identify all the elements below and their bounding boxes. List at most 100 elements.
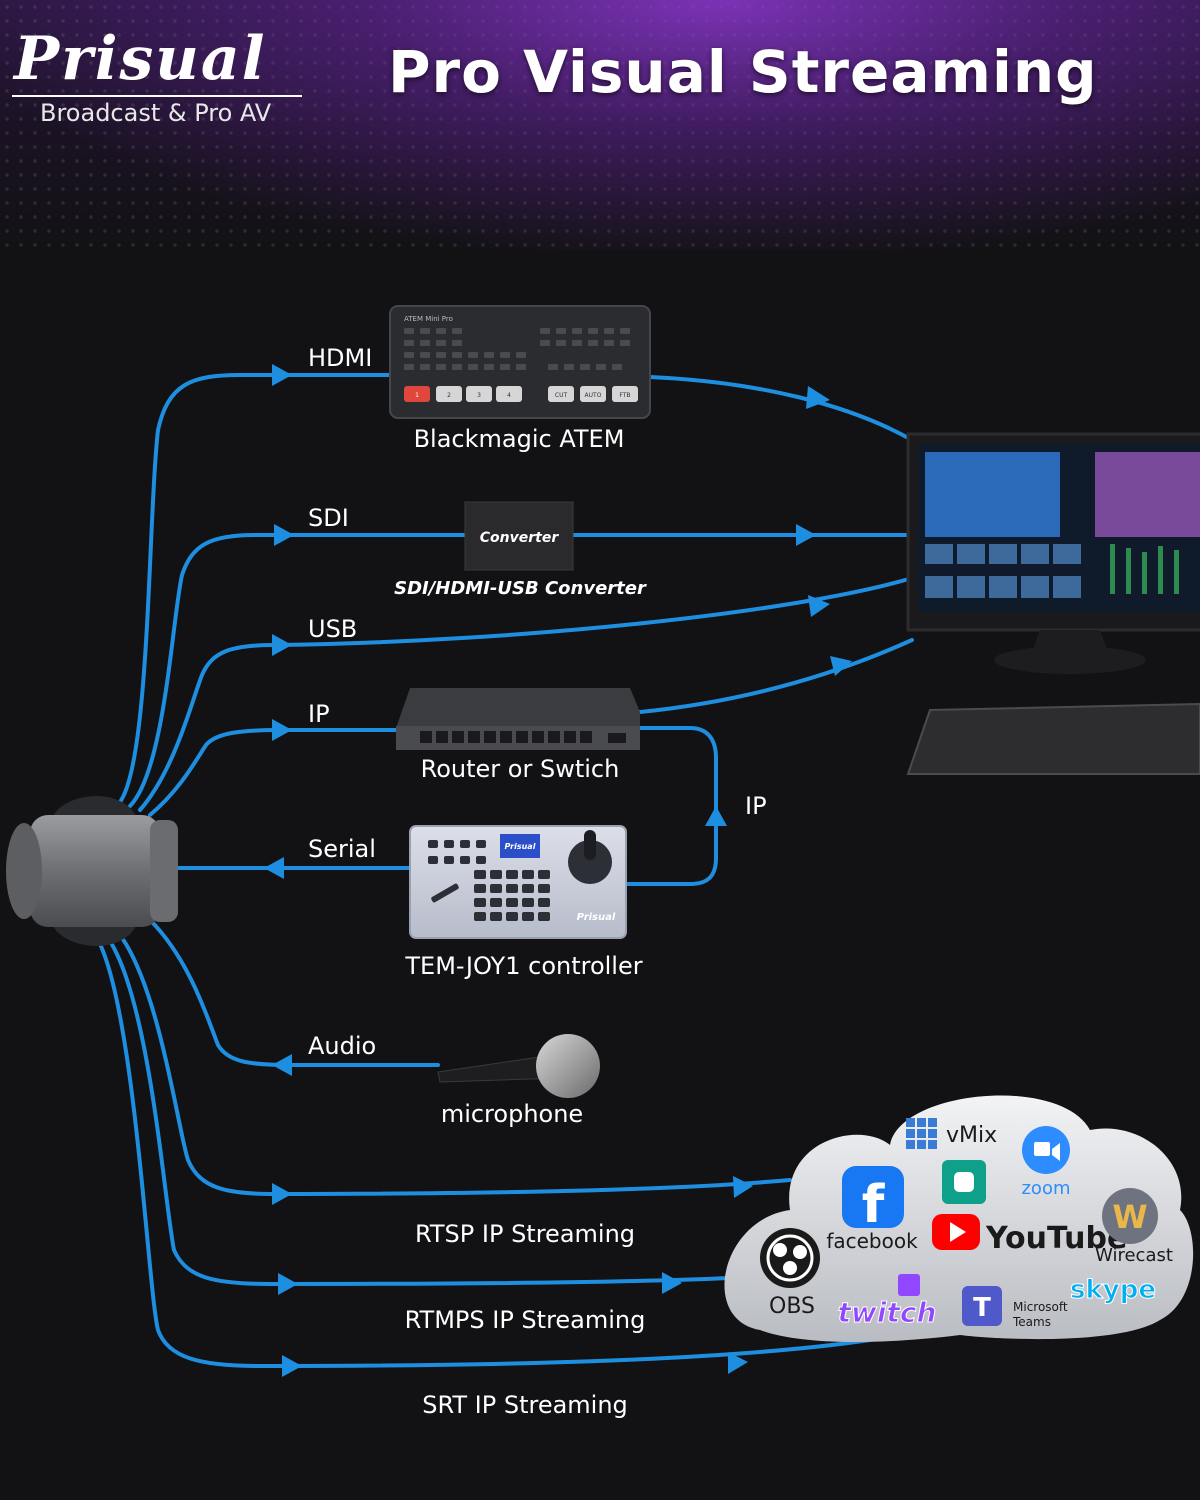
atem-button-3-label: 3 <box>477 392 481 399</box>
atem-button-ftb-label: FTB <box>619 392 630 399</box>
network-switch <box>396 688 640 750</box>
line-ip <box>148 728 398 817</box>
label-ip-right: IP <box>745 792 767 820</box>
camera-back <box>150 820 178 922</box>
page-title: Pro Visual Streaming <box>388 38 1098 106</box>
line-atem-to-pc <box>648 375 914 442</box>
arrow-audio <box>272 1054 292 1076</box>
screen-preview <box>925 452 1060 537</box>
arrow-heads <box>264 364 852 1377</box>
converter-box-text: Converter <box>480 530 560 546</box>
label-ip: IP <box>308 700 330 728</box>
atem-button-cut-label: CUT <box>555 392 568 399</box>
atem-button-2 <box>436 386 462 402</box>
arrow-rtmps-left <box>278 1273 298 1295</box>
microphone-image <box>437 1034 600 1098</box>
computer <box>906 432 1200 775</box>
platform-teams-line2: Teams <box>1012 1315 1051 1329</box>
line-sdi <box>128 533 467 808</box>
vmix-icon <box>906 1118 937 1149</box>
line-audio <box>148 918 440 1067</box>
line-hdmi <box>118 373 392 804</box>
line-srt <box>96 938 872 1369</box>
platform-facebook: facebook <box>826 1229 918 1253</box>
atem-button-3 <box>466 386 492 402</box>
teams-icon <box>962 1286 1002 1326</box>
brand-logo: Prisual <box>14 24 267 94</box>
atem-keys-left <box>404 328 526 370</box>
arrow-usb-pc <box>808 595 830 617</box>
platform-obs: OBS <box>769 1294 815 1319</box>
label-srt: SRT IP Streaming <box>422 1391 628 1419</box>
line-rtsp <box>118 933 792 1197</box>
arrow-ip-loop <box>705 806 727 826</box>
joystick-controller: Prisual Prisual <box>409 825 627 939</box>
atem-button-4-label: 4 <box>507 392 511 399</box>
platform-zoom: zoom <box>1021 1178 1070 1199</box>
microphone-label: microphone <box>441 1100 583 1128</box>
svg-text:W: W <box>1112 1198 1147 1236</box>
label-serial: Serial <box>308 835 376 863</box>
connection-labels: HDMI SDI USB IP IP Serial Audio RTSP IP … <box>308 344 767 1419</box>
screen-program <box>1095 452 1200 537</box>
atem-button-2-label: 2 <box>447 392 451 399</box>
atem-button-ftb <box>612 386 638 402</box>
camera-body <box>30 815 160 927</box>
atem-button-cut <box>548 386 574 402</box>
atem-button-auto-label: AUTO <box>585 392 602 399</box>
controller-screen-brand: Prisual <box>505 842 536 851</box>
screen-thumbnails <box>925 544 1081 598</box>
keyboard <box>906 702 1200 775</box>
camera-lens <box>6 823 42 919</box>
router-label: Router or Swtich <box>421 755 620 783</box>
atem-button-auto <box>580 386 606 402</box>
controller-brand: Prisual <box>577 912 616 923</box>
atem-main-buttons: 1 2 3 4 CUT AUTO FTB <box>404 386 638 402</box>
connection-lines <box>96 373 914 1369</box>
controller-zoom-lever <box>431 883 459 903</box>
microphone-head <box>536 1034 600 1098</box>
arrow-rtsp-left <box>272 1183 292 1205</box>
arrow-hdmi <box>272 364 292 386</box>
platform-twitch: twitch <box>838 1296 937 1329</box>
platform-teams-line1: Microsoft <box>1013 1300 1068 1314</box>
atem-button-4 <box>496 386 522 402</box>
controller-joystick-base <box>568 840 612 884</box>
brand-underline <box>12 95 302 97</box>
controller-keys <box>428 840 550 921</box>
platform-youtube: YouTube <box>985 1221 1127 1256</box>
platform-wirecast: Wirecast <box>1095 1245 1173 1266</box>
svg-text:f: f <box>862 1175 886 1235</box>
arrow-sdi <box>274 524 294 546</box>
arrow-sdi-pc <box>796 524 816 546</box>
arrow-usb <box>272 634 292 656</box>
atem-switcher: ATEM Mini Pro 1 <box>389 305 651 419</box>
header-banner: Prisual Broadcast & Pro AV Pro Visual St… <box>0 0 1200 250</box>
atem-keys-right <box>540 328 630 370</box>
arrow-srt-left <box>282 1355 302 1377</box>
arrow-ip <box>272 719 292 741</box>
monitor-stand <box>994 646 1146 674</box>
ptz-camera <box>6 796 178 946</box>
atem-button-1 <box>404 386 430 402</box>
label-sdi: SDI <box>308 504 349 532</box>
arrow-switch-pc <box>830 656 852 676</box>
arrow-rtsp-right <box>733 1176 753 1198</box>
atem-label: Blackmagic ATEM <box>414 425 625 453</box>
controller-joystick-stick <box>584 830 596 860</box>
label-audio: Audio <box>308 1032 376 1060</box>
svg-text:T: T <box>973 1293 991 1323</box>
arrow-srt-right <box>728 1352 748 1374</box>
arrow-rtmps-right <box>662 1272 682 1294</box>
line-switch-to-pc <box>638 638 914 714</box>
twitch-icon <box>898 1274 920 1296</box>
converter-label: SDI/HDMI-USB Converter <box>394 578 647 599</box>
streaming-cloud: vMix zoom f facebook YouTube W Wirecast … <box>724 1095 1194 1342</box>
facebook-icon <box>842 1166 904 1228</box>
controller-label: TEM-JOY1 controller <box>404 952 642 980</box>
label-usb: USB <box>308 615 357 643</box>
platform-skype: skype <box>1070 1275 1156 1305</box>
brand-tagline: Broadcast & Pro AV <box>40 99 272 127</box>
arrow-serial <box>264 857 284 879</box>
